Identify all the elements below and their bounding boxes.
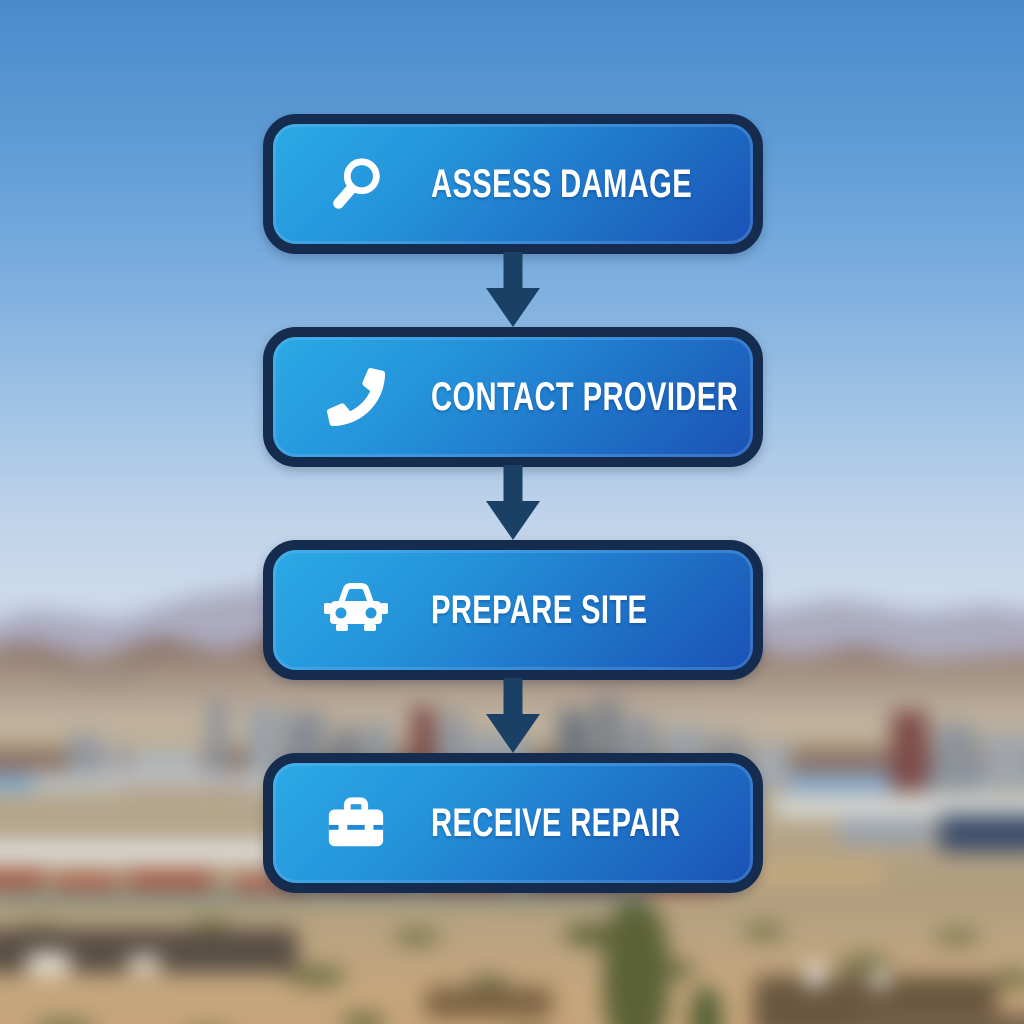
toolbox-icon (323, 790, 389, 856)
flowchart: ASSESS DAMAGE CONTACT PROVIDER (263, 114, 763, 893)
down-arrow-icon (263, 465, 763, 540)
step-prepare-site: PREPARE SITE (263, 540, 763, 680)
magnifier-icon (323, 151, 389, 217)
step-label: RECEIVE REPAIR (431, 800, 681, 845)
step-receive-repair: RECEIVE REPAIR (263, 753, 763, 893)
step-contact-provider: CONTACT PROVIDER (263, 327, 763, 467)
step-assess-damage: ASSESS DAMAGE (263, 114, 763, 254)
step-label: ASSESS DAMAGE (431, 161, 693, 206)
phone-icon (323, 364, 389, 430)
car-icon (323, 577, 389, 643)
step-label: CONTACT PROVIDER (431, 374, 739, 419)
down-arrow-icon (263, 678, 763, 753)
step-label: PREPARE SITE (431, 587, 648, 632)
down-arrow-icon (263, 252, 763, 327)
